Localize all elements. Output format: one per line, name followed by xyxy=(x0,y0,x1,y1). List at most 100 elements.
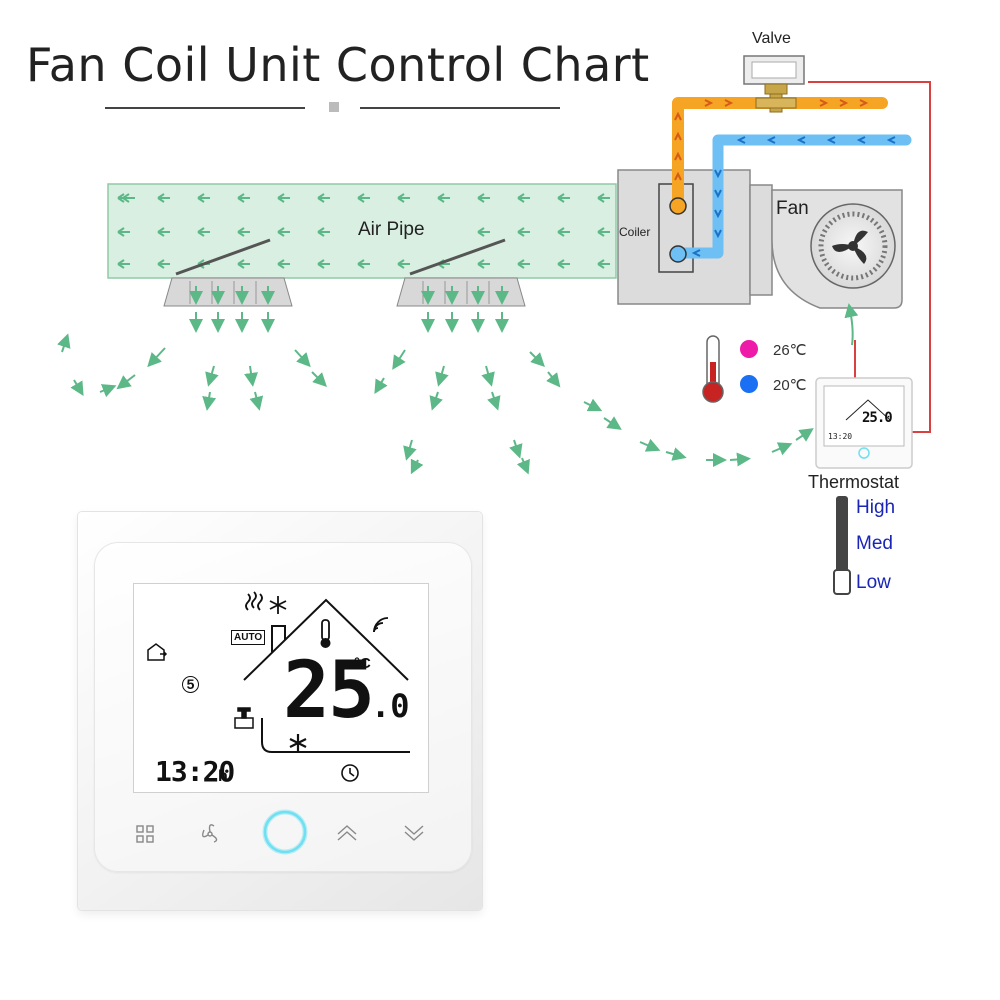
room-air-arrow xyxy=(392,349,406,370)
fan-label: Fan xyxy=(776,198,809,219)
mode-auto-badge: AUTO xyxy=(231,630,266,645)
air-flow-arrow xyxy=(117,193,130,203)
air-flow-arrow xyxy=(397,259,410,269)
air-flow-arrow xyxy=(197,227,210,237)
air-flow-arrow xyxy=(477,227,490,237)
room-air-arrow xyxy=(509,439,523,459)
air-pipe-label: Air Pipe xyxy=(358,219,425,240)
air-flow-arrow xyxy=(517,259,530,269)
cold-temp-dot xyxy=(740,375,758,393)
air-flow-arrow xyxy=(317,259,330,269)
air-flow-arrow xyxy=(477,259,490,269)
air-flow-arrow xyxy=(117,227,130,237)
room-air-arrow xyxy=(429,391,443,411)
valve-icon xyxy=(743,55,805,113)
air-flow-arrow xyxy=(237,259,250,269)
air-flow-arrow xyxy=(517,227,530,237)
cold-pipe-outlet xyxy=(669,245,687,263)
temperature-unit: °C xyxy=(354,655,371,672)
hot-temp-label: 26℃ xyxy=(773,342,807,359)
grid-icon[interactable] xyxy=(136,825,154,843)
room-air-arrow xyxy=(487,391,501,411)
room-air-arrow xyxy=(481,365,495,387)
control-wire xyxy=(808,81,931,433)
mini-thermostat xyxy=(815,377,913,469)
room-air-arrow xyxy=(771,442,793,456)
program-number: 5 xyxy=(182,676,199,693)
mini-time-readout: 13:20 xyxy=(828,432,853,441)
room-air-arrow xyxy=(516,457,530,475)
air-flow-arrow xyxy=(197,193,210,203)
thermometer-icon xyxy=(702,335,724,403)
power-ring-icon[interactable] xyxy=(262,809,308,855)
room-air-arrow xyxy=(403,439,417,461)
air-flow-arrow xyxy=(357,259,370,269)
pipe-arrow-group xyxy=(117,193,610,269)
air-flow-arrow xyxy=(277,193,290,203)
room-air-arrow xyxy=(665,447,687,461)
page-title: Fan Coil Unit Control Chart xyxy=(26,38,650,92)
room-airflow xyxy=(57,286,814,475)
fan-wheel-ring xyxy=(818,211,888,281)
hot-temp-dot xyxy=(740,340,758,358)
air-flow-arrow xyxy=(317,193,330,203)
air-flow-arrow xyxy=(237,227,250,237)
air-flow-arrow xyxy=(117,259,130,269)
room-air-arrow xyxy=(435,365,449,387)
room-air-arrow xyxy=(311,371,327,387)
room-air-arrow xyxy=(244,365,258,387)
fan-speed-low: Low xyxy=(856,572,891,593)
hot-water-pipe xyxy=(672,97,888,211)
current-temperature-decimal: .0 xyxy=(371,687,410,725)
current-temperature: 25 xyxy=(283,646,375,736)
fan-feedback-arrow xyxy=(844,303,859,346)
air-flow-arrow xyxy=(157,259,170,269)
coiler-inner-panel xyxy=(749,184,773,296)
air-flow-arrow xyxy=(277,259,290,269)
air-flow-arrow xyxy=(437,193,450,203)
air-flow-arrow xyxy=(557,227,570,237)
cold-pipe-arrows xyxy=(691,136,896,257)
air-flow-arrow xyxy=(157,193,170,203)
coiler-label: Coiler xyxy=(619,225,651,239)
fan-speed-med: Med xyxy=(856,533,893,554)
fan-blade-icon xyxy=(832,230,868,264)
room-air-arrow xyxy=(410,458,424,475)
room-air-arrow xyxy=(70,379,84,397)
hot-pipe-arrows xyxy=(674,99,869,181)
fan-icon[interactable] xyxy=(201,824,218,843)
title-dot xyxy=(329,102,339,112)
air-flow-arrow xyxy=(157,227,170,237)
room-air-arrow xyxy=(147,347,166,368)
room-air-arrow xyxy=(57,333,71,353)
fan-speed-switch xyxy=(833,496,851,595)
room-air-arrow xyxy=(583,398,603,412)
room-air-arrow xyxy=(529,351,545,367)
hot-pipe-inlet xyxy=(669,197,687,215)
air-flow-arrow xyxy=(357,193,370,203)
diffuser-right xyxy=(396,277,526,307)
chevron-up-icon[interactable] xyxy=(337,825,357,841)
room-air-arrow xyxy=(795,428,814,442)
title-rule-left xyxy=(105,107,305,109)
air-flow-arrow xyxy=(477,193,490,203)
mini-temp-readout: 25.0 xyxy=(862,410,893,426)
room-air-arrow xyxy=(374,377,388,395)
room-air-arrow xyxy=(729,452,751,467)
air-flow-arrow xyxy=(597,193,610,203)
clock-time-suffix: h xyxy=(218,768,228,785)
thermostat-label: Thermostat xyxy=(808,472,900,492)
air-flow-arrow xyxy=(597,259,610,269)
room-air-arrow xyxy=(99,384,117,398)
air-flow-arrow xyxy=(597,227,610,237)
air-flow-arrow xyxy=(317,227,330,237)
title-rule-right xyxy=(360,107,560,109)
diffuser-left xyxy=(163,277,293,307)
room-air-arrow xyxy=(249,391,264,411)
valve-label: Valve xyxy=(752,30,791,47)
chevron-down-icon[interactable] xyxy=(404,825,424,841)
air-flow-arrow xyxy=(397,193,410,203)
air-flow-arrow xyxy=(237,193,250,203)
cold-temp-label: 20℃ xyxy=(773,377,807,394)
